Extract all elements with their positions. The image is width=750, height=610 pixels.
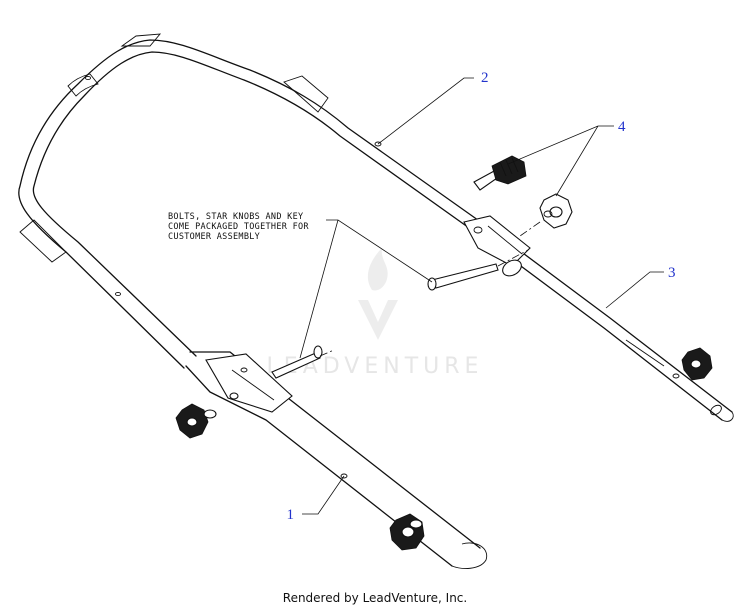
lower-handle-left-part-1 (185, 351, 488, 569)
leader-3 (605, 271, 664, 309)
star-knob-upper (539, 193, 573, 229)
footer-credit: Rendered by LeadVenture, Inc. (282, 591, 468, 605)
bolt-upper (427, 263, 499, 291)
note-leader (299, 219, 433, 359)
callout-1: 1 (287, 507, 295, 523)
leader-4 (507, 125, 614, 197)
note-line-3: CUSTOMER ASSEMBLY (168, 232, 260, 242)
callout-3: 3 (668, 265, 676, 281)
callout-4: 4 (618, 119, 626, 135)
leader-2 (377, 77, 474, 145)
leadventure-watermark-logo (358, 248, 398, 340)
key-part-4 (473, 155, 527, 191)
lower-handle-right-part-3 (463, 215, 665, 367)
note-line-1: BOLTS, STAR KNOBS AND KEY (168, 212, 303, 222)
star-knob-right (681, 347, 713, 381)
star-knob-lower (389, 513, 425, 551)
upper-handle-part-2 (18, 33, 734, 422)
bolt-lower (271, 345, 323, 379)
spacer-washer (229, 392, 239, 400)
callout-2: 2 (481, 70, 489, 86)
note-line-2: COME PACKAGED TOGETHER FOR (168, 222, 309, 232)
star-knob-left (175, 403, 217, 439)
leader-1 (302, 475, 345, 515)
